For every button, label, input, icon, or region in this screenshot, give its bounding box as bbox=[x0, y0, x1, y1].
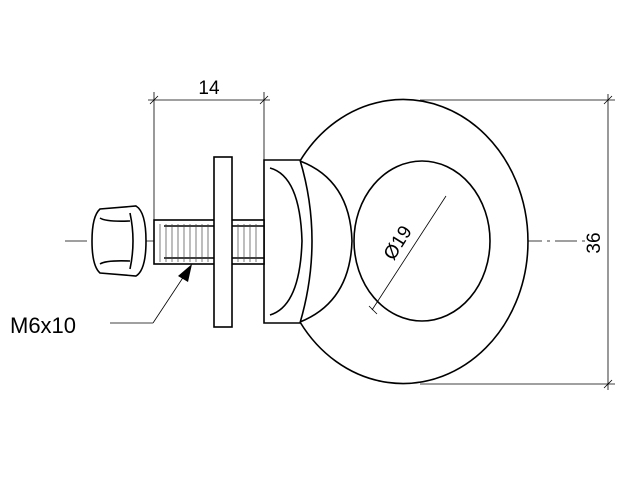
dimension-bolt-length-label: 14 bbox=[198, 78, 220, 99]
eye-ring bbox=[299, 98, 529, 385]
dimension-overall-height-label: 36 bbox=[584, 232, 605, 253]
collar bbox=[263, 159, 313, 324]
dimension-overall-height: 36 bbox=[420, 94, 615, 390]
callout-arrowhead bbox=[178, 264, 192, 282]
dimension-bolt-length: 14 bbox=[148, 78, 270, 220]
washer bbox=[213, 156, 233, 328]
hex-nut bbox=[91, 205, 147, 277]
threaded-shank bbox=[153, 219, 265, 265]
thread-callout: M6x10 bbox=[10, 264, 192, 338]
thread-callout-label: M6x10 bbox=[10, 313, 76, 338]
